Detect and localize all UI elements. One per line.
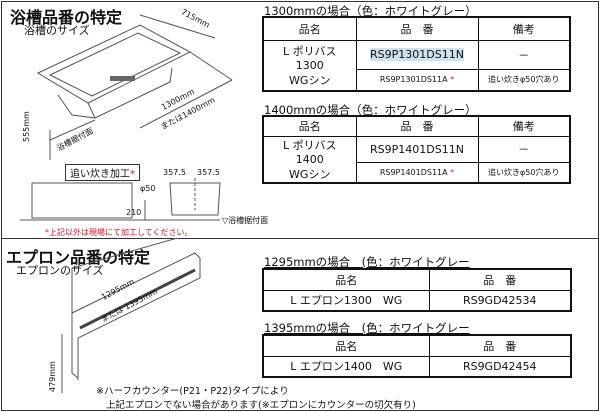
- product-name: L エプロン1300 WG: [262, 289, 430, 312]
- dim-357-left: 357.5: [163, 168, 186, 177]
- caption-1300: 1300mmの場合（色：ホワイトグレー）: [264, 4, 477, 18]
- header-code: 品 番: [428, 268, 572, 291]
- product-code: RS9GD42454: [428, 355, 572, 378]
- header-code: 品 番: [355, 16, 479, 41]
- bathtub-drawing: [20, 14, 233, 221]
- header-name: 品名: [262, 268, 430, 291]
- header-name: 品名: [262, 334, 430, 357]
- header-name: 品名: [262, 115, 357, 137]
- apron-drawing: [61, 238, 201, 393]
- remark: 追い炊きφ50穴あり: [477, 68, 571, 92]
- caption-1395: 1395mmの場合 (色：ホワイトグレー: [264, 321, 470, 335]
- apron-note-2: 上記エプロンでない場合があります(※エプロンにカウンターの切欠有り): [106, 400, 416, 411]
- dim-357-right: 357.5: [197, 168, 220, 177]
- dim-phi: φ50: [140, 184, 156, 193]
- remark: 追い炊きφ50穴あり: [477, 162, 571, 183]
- product-code[interactable]: RS9P1301DS11N: [355, 39, 479, 70]
- apron-dim-height: 479mm: [48, 361, 57, 392]
- floor-label-2: ▽浴槽据付面: [222, 216, 269, 225]
- header-remark: 備考: [477, 16, 571, 41]
- reheat-text: 追い炊き加工: [70, 169, 130, 180]
- dim-210: 210: [126, 208, 142, 217]
- bathtub-subtitle: 浴槽のサイズ: [24, 24, 90, 37]
- bathtub-title: 浴槽品番の特定: [10, 8, 123, 27]
- product-code: RS9GD42534: [428, 289, 572, 312]
- asterisk-mark: *: [130, 169, 135, 180]
- section-divider: [1, 238, 599, 239]
- product-code: RS9P1401DS11A *: [355, 162, 479, 183]
- remark: －: [477, 39, 571, 70]
- bathtub-note: *上記以外は現場にて加工してください。: [45, 228, 193, 237]
- header-name: 品名: [262, 16, 357, 41]
- product-code: RS9P1401DS11N: [355, 135, 479, 164]
- header-code: 品 番: [355, 115, 479, 137]
- dim-height: 555mm: [22, 111, 31, 142]
- reheat-label: 追い炊き加工*: [65, 164, 140, 181]
- apron-subtitle: エプロンのサイズ: [16, 264, 104, 277]
- product-code: RS9P1301DS11A *: [355, 68, 479, 92]
- header-remark: 備考: [477, 115, 571, 137]
- header-code: 品 番: [428, 334, 572, 357]
- apron-title: エプロン品番の特定: [6, 248, 151, 267]
- product-name: L エプロン1400 WG: [262, 355, 430, 378]
- apron-note-1: ※ハーフカウンター(P21・P22)タイプにより: [96, 386, 289, 397]
- caption-1295: 1295mmの場合 (色：ホワイトグレー: [264, 255, 470, 269]
- remark: －: [477, 135, 571, 164]
- caption-1400: 1400mmの場合（色：ホワイトグレー）: [264, 103, 477, 117]
